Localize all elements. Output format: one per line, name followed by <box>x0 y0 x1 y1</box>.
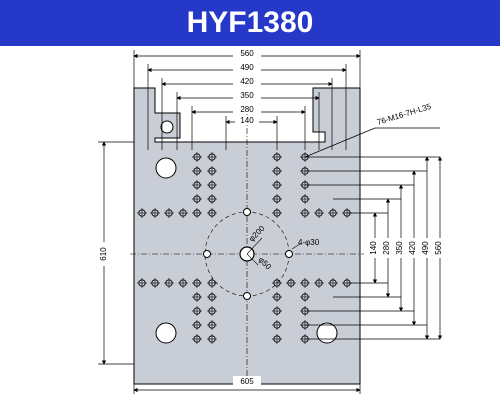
dim-right-490: 490 <box>421 241 430 255</box>
dim-top-490: 490 <box>240 63 254 72</box>
dim-right-280: 280 <box>382 241 391 255</box>
bottom-dimension <box>133 384 361 394</box>
tie-bar-hole <box>155 157 177 179</box>
thread-callout: 76-M16-7H-L35 <box>376 102 433 127</box>
tie-bar-hole <box>160 120 174 134</box>
platen-diagram: φ200 φ50 4-φ30 76-M16-7H- <box>98 48 445 394</box>
dim-top-420: 420 <box>240 77 254 86</box>
dim-top-280: 280 <box>240 105 254 114</box>
dim-top-560: 560 <box>240 49 254 58</box>
tie-bar-hole <box>316 322 338 344</box>
top-dimensions <box>133 50 361 150</box>
ejector-hole-left <box>203 250 211 258</box>
dim-right-420: 420 <box>408 241 417 255</box>
dim-right-140: 140 <box>369 241 378 255</box>
dim-top-350: 350 <box>240 91 254 100</box>
ejector-hole-bottom <box>243 292 251 300</box>
tie-bar-hole <box>155 322 177 344</box>
dim-right-560: 560 <box>434 241 443 255</box>
page-title: HYF1380 <box>186 6 314 39</box>
dim-left-610: 610 <box>99 247 108 261</box>
ejector-hole-right <box>285 250 293 258</box>
dim-top-140: 140 <box>240 116 254 125</box>
ejector-hole-top <box>243 208 251 216</box>
dim-bottom-605: 605 <box>240 377 254 386</box>
title-banner: HYF1380 <box>0 0 500 46</box>
thread-leader <box>304 127 376 158</box>
dim-right-350: 350 <box>395 241 404 255</box>
holes-label: 4-φ30 <box>298 238 320 247</box>
